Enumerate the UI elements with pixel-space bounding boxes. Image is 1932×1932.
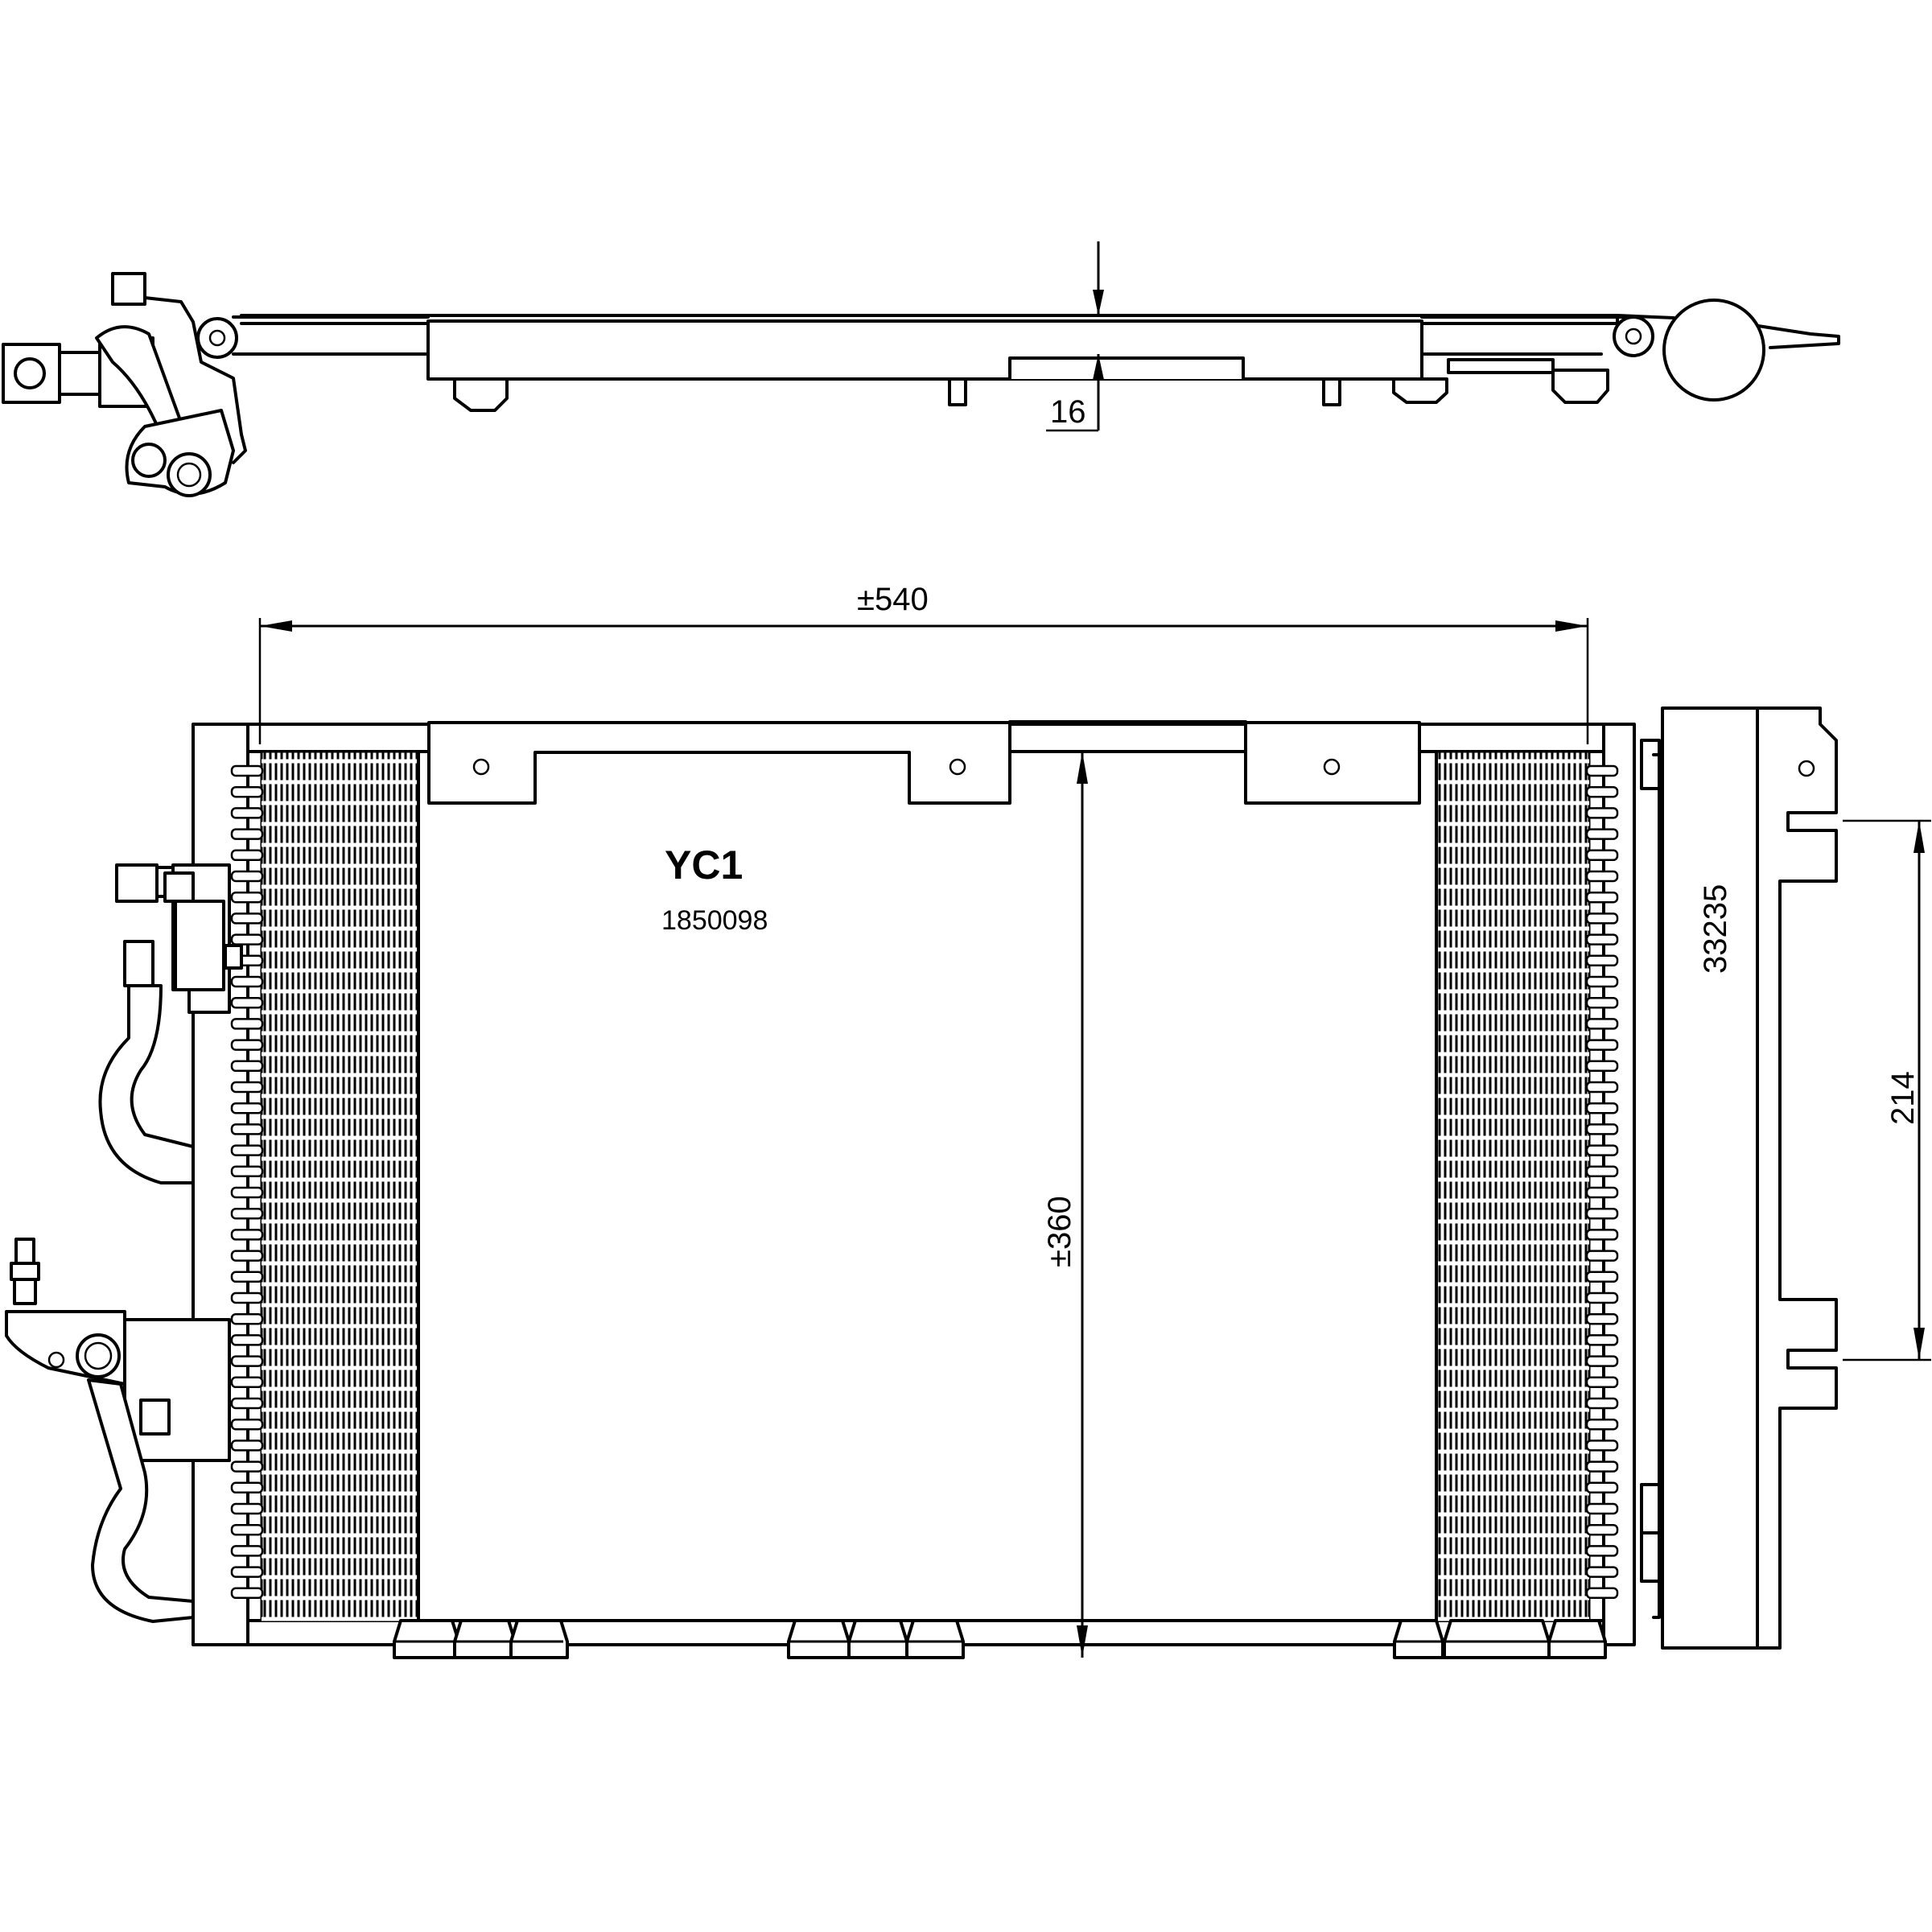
fin-core-left <box>260 750 420 1622</box>
width-dimension: ±540 <box>258 582 1589 744</box>
stud <box>453 377 509 412</box>
outlet-pipe <box>5 1238 231 1623</box>
fitting-block <box>2 343 61 404</box>
height-label: ±360 <box>1042 1196 1077 1267</box>
bottom-feet <box>393 1619 1607 1659</box>
stud <box>1551 369 1609 404</box>
side-bracket-bar <box>1661 706 1759 1650</box>
front-view: 33235 <box>5 582 1931 1659</box>
core-panel <box>417 750 1438 1622</box>
width-label: ±540 <box>857 582 929 617</box>
side-bracket-plate <box>1756 706 1838 1650</box>
bracket-spacing-dimension: 214 <box>1843 819 1931 1361</box>
tube-ends <box>230 764 1619 1600</box>
side-bracket: 33235 <box>1640 706 1838 1650</box>
bracket-spacing-label: 214 <box>1885 1071 1921 1125</box>
stud <box>1322 377 1341 406</box>
model-code: YC1 <box>665 842 743 888</box>
fin-core-right <box>1435 750 1591 1622</box>
top-tab-right <box>1244 721 1421 805</box>
height-dimension: ±360 <box>1042 752 1088 1658</box>
hose-clamp <box>1662 299 1765 402</box>
side-part-number: 33235 <box>1698 884 1733 974</box>
part-number: 1850098 <box>661 905 768 936</box>
top-view: 16 <box>2 241 1840 497</box>
inlet-fitting <box>174 900 225 991</box>
thickness-label: 16 <box>1050 394 1086 430</box>
stud <box>948 377 967 406</box>
top-tab-left <box>427 721 1011 805</box>
stud <box>1392 377 1448 404</box>
inlet-pipe <box>98 863 243 1184</box>
thickness-dimension: 16 <box>1046 241 1104 432</box>
